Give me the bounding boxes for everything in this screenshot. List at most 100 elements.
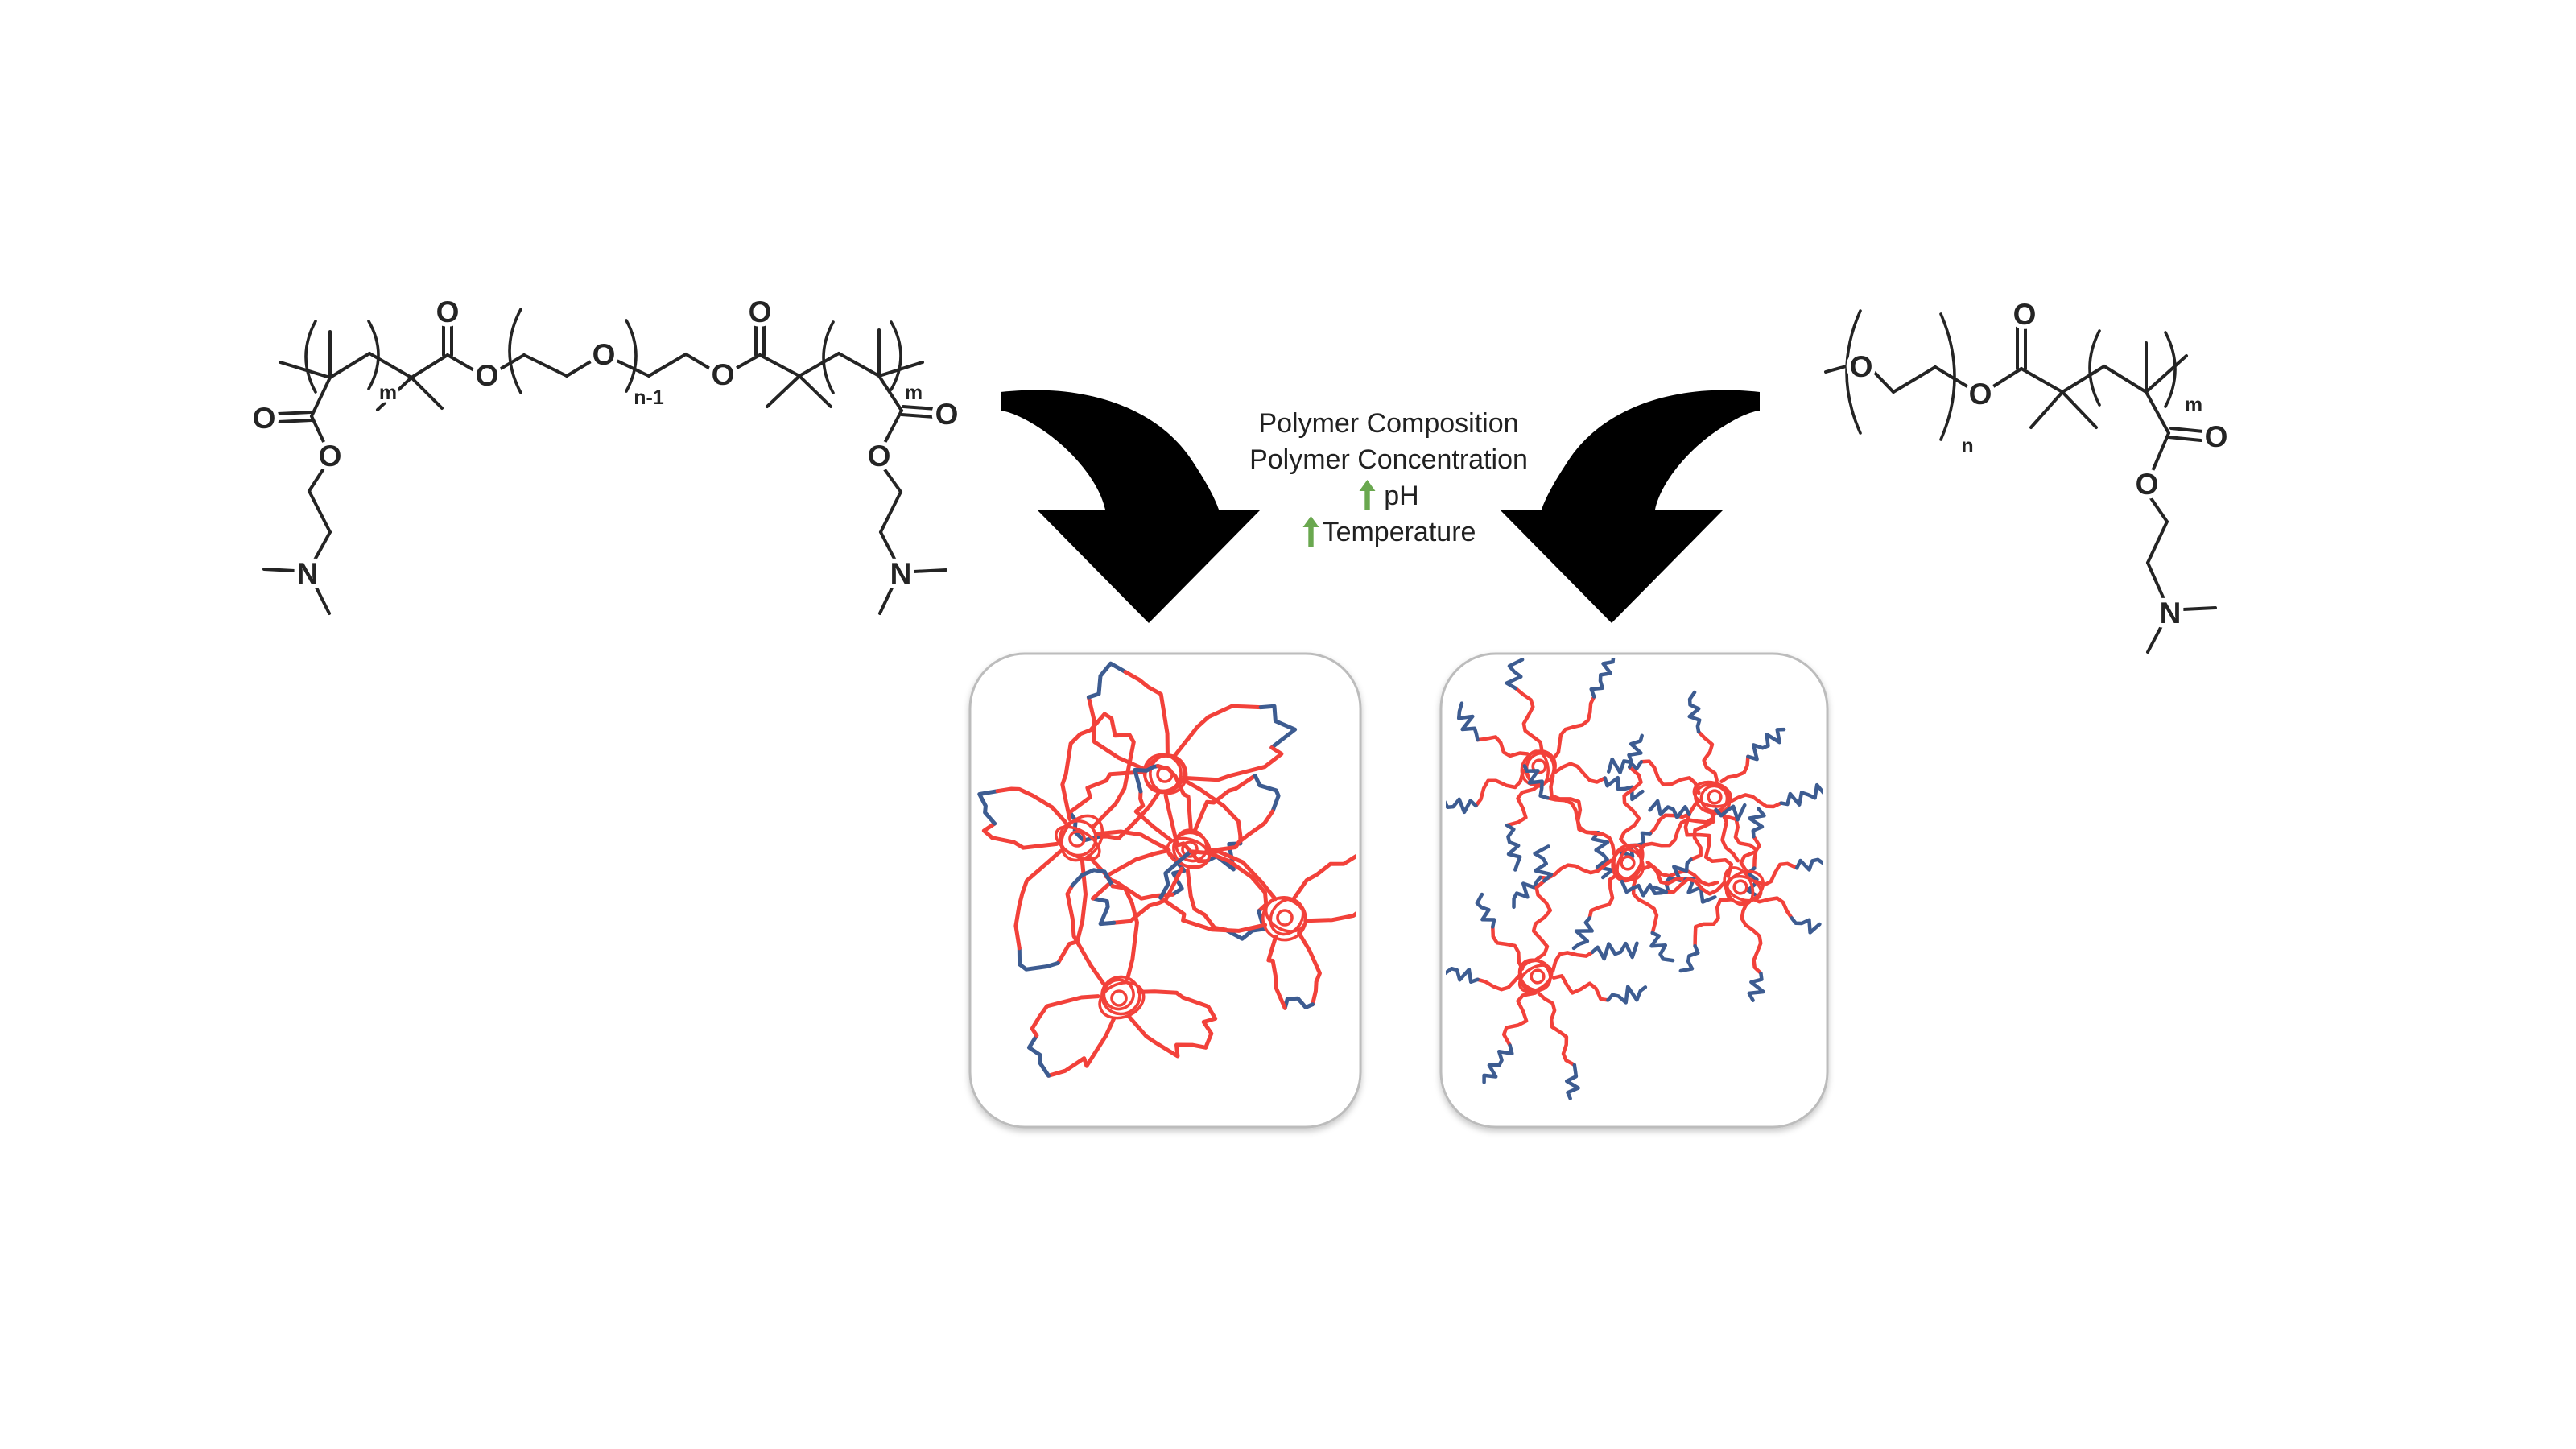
chain-segment xyxy=(1522,764,1550,800)
bond xyxy=(2029,390,2064,429)
bond xyxy=(522,353,568,378)
chain-segment xyxy=(1158,849,1193,900)
bracket xyxy=(625,319,638,393)
micelle-core-scribble xyxy=(1520,749,1557,787)
chain-segment xyxy=(1779,782,1823,807)
chain-segment xyxy=(1747,971,1765,1002)
condition-line-temperature: Temperature xyxy=(1191,514,1586,551)
chain-segment xyxy=(1253,774,1281,814)
chain-segment xyxy=(1067,770,1146,815)
micelle-core-scribble xyxy=(1725,874,1763,902)
chain-segment xyxy=(1491,925,1525,971)
bond xyxy=(2182,606,2217,611)
flower-micelle-group xyxy=(977,661,1356,1078)
chain-segment xyxy=(1537,991,1577,1067)
bond xyxy=(882,409,903,446)
chain-segment xyxy=(1482,1043,1514,1084)
chain-segment xyxy=(1587,873,1619,920)
chain-segment xyxy=(1258,704,1298,750)
chain-segment xyxy=(1096,792,1160,840)
bond xyxy=(1934,365,1971,390)
chain-segment xyxy=(1193,774,1257,832)
condition-text-block: Polymer Composition Polymer Concentratio… xyxy=(1191,406,1586,551)
bond xyxy=(2146,520,2169,564)
chain-segment xyxy=(1649,931,1675,963)
green-up-arrow-icon xyxy=(1359,480,1376,510)
bond xyxy=(731,353,762,372)
micelle-core-scribble xyxy=(1166,836,1211,869)
bracket xyxy=(2164,331,2177,408)
chain-segment xyxy=(1531,879,1553,962)
bond xyxy=(2145,390,2170,435)
bond xyxy=(313,583,331,615)
chain-segment xyxy=(1055,857,1088,965)
chain-segment xyxy=(1474,768,1525,808)
chain-segment xyxy=(1505,782,1542,828)
chain-segment xyxy=(995,786,1067,824)
chain-segment xyxy=(1046,1016,1117,1078)
bond xyxy=(308,464,327,493)
star-micelle xyxy=(1446,658,1645,880)
chain-segment xyxy=(1551,974,1610,1002)
bond xyxy=(446,353,480,374)
chain-segment xyxy=(1476,735,1530,758)
bond xyxy=(310,415,327,447)
bracket xyxy=(1939,312,1956,441)
bond xyxy=(758,353,801,378)
micelle-core-scribble xyxy=(1059,819,1098,857)
micelle-core-scribble xyxy=(1694,782,1732,815)
micelle-core-scribble xyxy=(1276,909,1294,927)
atom-label: O xyxy=(476,359,499,392)
star-micelle xyxy=(1512,733,1747,963)
micelle-core-scribble xyxy=(1620,855,1636,871)
green-up-arrow-icon xyxy=(1302,516,1319,547)
micelle-core-scribble xyxy=(1707,789,1723,805)
chain-segment xyxy=(1446,959,1480,985)
chain-segment xyxy=(1794,850,1823,872)
bond xyxy=(684,353,716,373)
atom-label: O xyxy=(592,338,616,371)
bond xyxy=(312,530,332,564)
bond xyxy=(1824,364,1851,374)
chain-segment xyxy=(1282,996,1315,1010)
chain-segment xyxy=(1607,757,1644,774)
star-micelle xyxy=(1446,844,1648,1100)
chain-segment xyxy=(1740,900,1763,976)
chain-segment xyxy=(1533,844,1554,883)
chain-segment xyxy=(1683,812,1734,878)
bond xyxy=(276,419,313,423)
chain-segment xyxy=(1746,727,1786,762)
micelle-core-scribble xyxy=(1174,828,1208,863)
atom-label: O xyxy=(2205,420,2228,453)
chain-segment xyxy=(1664,877,1727,896)
repeat-subscript: m xyxy=(905,382,923,404)
flower-micelle xyxy=(1067,661,1298,872)
bond xyxy=(912,568,947,573)
atom-label: N xyxy=(890,557,912,590)
bracket xyxy=(304,320,317,394)
chain-segment xyxy=(1026,1033,1051,1078)
chain-segment xyxy=(1748,807,1766,839)
chain-segment xyxy=(1013,849,1063,951)
bond xyxy=(262,568,296,572)
bond xyxy=(877,374,903,412)
bond xyxy=(276,411,313,415)
condition-label: Polymer Composition xyxy=(1258,408,1519,439)
chain-segment xyxy=(1687,690,1702,734)
chain-segment xyxy=(1620,879,1669,898)
chain-segment xyxy=(1513,686,1544,752)
micelle-core-scribble xyxy=(1102,978,1135,1011)
curved-down-arrow-left xyxy=(1001,390,1261,623)
micelle-core-scribble xyxy=(1269,898,1305,936)
chain-segment xyxy=(1552,762,1607,784)
chain-segment xyxy=(1133,764,1160,794)
chain-segment xyxy=(1091,848,1171,901)
bond xyxy=(565,357,597,378)
atom-label: O xyxy=(253,402,276,435)
chain-segment xyxy=(1739,834,1761,874)
chain-segment xyxy=(1123,670,1170,756)
chain-segment xyxy=(1297,931,1322,1007)
curved-down-arrow-right xyxy=(1500,390,1760,623)
bond xyxy=(410,353,449,379)
